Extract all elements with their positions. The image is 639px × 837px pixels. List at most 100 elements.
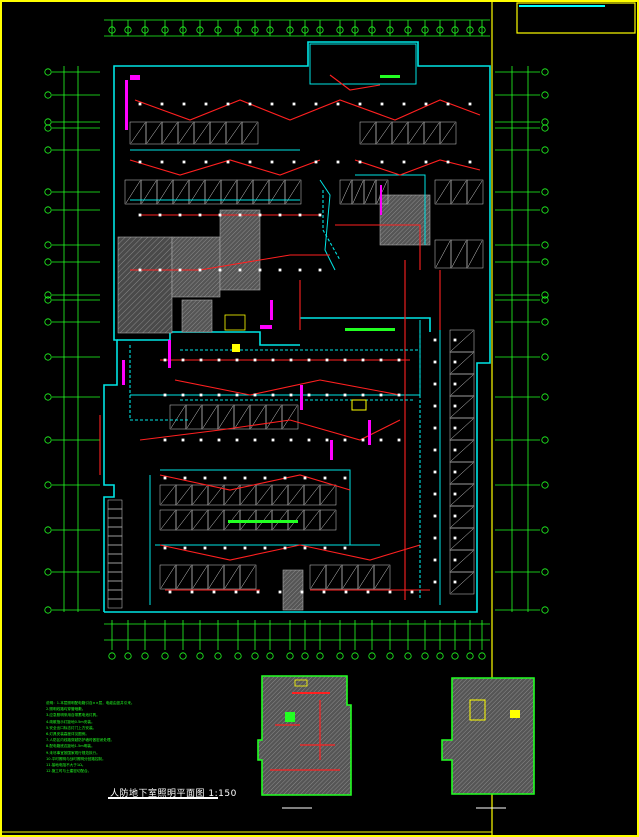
light-fixture bbox=[289, 358, 293, 362]
light-fixture bbox=[379, 393, 383, 397]
parking-stall-mark bbox=[358, 565, 374, 589]
parking-stall-mark bbox=[304, 510, 320, 530]
light-fixture bbox=[204, 160, 208, 164]
axis-bubble bbox=[44, 436, 52, 444]
axis-bubble bbox=[336, 26, 344, 34]
light-fixture bbox=[256, 590, 260, 594]
thumbnail-plan-2 bbox=[441, 677, 535, 809]
axis-bubble bbox=[478, 652, 486, 660]
light-fixture bbox=[358, 160, 362, 164]
light-fixture bbox=[235, 393, 239, 397]
parking-stall-mark bbox=[340, 180, 352, 204]
axis-bubble bbox=[541, 118, 549, 126]
axis-bubble bbox=[44, 291, 52, 299]
axis-bubble bbox=[44, 353, 52, 361]
axis-bubble bbox=[108, 652, 116, 660]
building-outline bbox=[103, 41, 491, 613]
parking-stall-mark bbox=[310, 565, 326, 589]
parking-stall-mark bbox=[202, 405, 218, 429]
light-fixture bbox=[298, 268, 302, 272]
parking-stall-mark bbox=[186, 405, 202, 429]
parking-stall-mark bbox=[170, 405, 186, 429]
parking-stall-mark bbox=[221, 180, 237, 204]
parking-stall-mark bbox=[269, 180, 285, 204]
light-fixture bbox=[344, 590, 348, 594]
light-fixture bbox=[453, 404, 457, 408]
light-fixture bbox=[182, 160, 186, 164]
axis-bubble bbox=[541, 188, 549, 196]
light-fixture bbox=[253, 438, 257, 442]
light-fixture bbox=[163, 476, 167, 480]
axis-bubble bbox=[161, 652, 169, 660]
title-block bbox=[516, 2, 636, 34]
light-fixture bbox=[336, 160, 340, 164]
axis-grid bbox=[44, 20, 549, 660]
lighting-circuits bbox=[99, 74, 481, 600]
parking-stall-mark bbox=[288, 485, 304, 505]
light-fixture bbox=[323, 476, 327, 480]
light-fixture bbox=[258, 268, 262, 272]
axis-bubble bbox=[541, 436, 549, 444]
axis-bubble bbox=[214, 26, 222, 34]
parking-stall-mark bbox=[392, 122, 408, 144]
axis-bubble bbox=[44, 258, 52, 266]
axis-bubble bbox=[451, 652, 459, 660]
parking-stall-mark bbox=[342, 565, 358, 589]
light-fixture bbox=[163, 358, 167, 362]
parking-stall-mark bbox=[205, 180, 221, 204]
light-fixture bbox=[226, 160, 230, 164]
light-fixture bbox=[433, 536, 437, 540]
parking-stall-mark bbox=[440, 122, 456, 144]
parking-stall-mark bbox=[450, 330, 474, 352]
parking-stall-mark bbox=[450, 572, 474, 594]
thumbnail-plan-1 bbox=[257, 675, 352, 809]
parking-stall-mark bbox=[450, 352, 474, 374]
panel-marker bbox=[232, 344, 240, 352]
light-fixture bbox=[433, 382, 437, 386]
parking-stall-mark bbox=[146, 122, 162, 144]
parking-stall bbox=[107, 526, 123, 537]
light-fixture bbox=[380, 102, 384, 106]
axis-bubble bbox=[251, 652, 259, 660]
axis-bubble bbox=[286, 26, 294, 34]
light-fixture bbox=[270, 102, 274, 106]
parking-stall-mark bbox=[141, 180, 157, 204]
axis-bubble bbox=[478, 26, 486, 34]
parking-stall bbox=[107, 535, 123, 546]
light-fixture bbox=[203, 476, 207, 480]
distribution-bar-3 bbox=[380, 75, 400, 78]
light-fixture bbox=[181, 438, 185, 442]
note-line: 5.安全出口标志灯门上方安装。 bbox=[46, 725, 97, 730]
light-fixture bbox=[203, 546, 207, 550]
parking-stall bbox=[466, 179, 484, 205]
parking-stall-mark bbox=[435, 240, 451, 268]
drawing-title: 人防地下室照明平面图 1:150 bbox=[110, 789, 237, 799]
axis-bubble bbox=[44, 206, 52, 214]
light-fixture bbox=[433, 580, 437, 584]
light-fixture bbox=[199, 393, 203, 397]
axis-bubble bbox=[436, 26, 444, 34]
light-fixture bbox=[238, 268, 242, 272]
parking-stall bbox=[107, 499, 123, 510]
light-fixture bbox=[163, 546, 167, 550]
axis-bubble bbox=[541, 481, 549, 489]
axis-bubble bbox=[541, 318, 549, 326]
light-fixture bbox=[292, 102, 296, 106]
parking-stall bbox=[107, 544, 123, 555]
light-fixture bbox=[271, 393, 275, 397]
light-fixture bbox=[380, 160, 384, 164]
light-fixture bbox=[307, 358, 311, 362]
parking-stall bbox=[107, 508, 123, 519]
light-fixture bbox=[402, 160, 406, 164]
parking-stall-mark bbox=[160, 485, 176, 505]
title-underline bbox=[108, 797, 218, 799]
parking-stall-mark bbox=[450, 528, 474, 550]
axis-bubble bbox=[44, 606, 52, 614]
axis-bubble bbox=[541, 291, 549, 299]
light-fixture bbox=[217, 393, 221, 397]
light-fixture bbox=[468, 102, 472, 106]
axis-bubble bbox=[124, 26, 132, 34]
light-fixture bbox=[433, 404, 437, 408]
circuit-run bbox=[159, 474, 351, 491]
